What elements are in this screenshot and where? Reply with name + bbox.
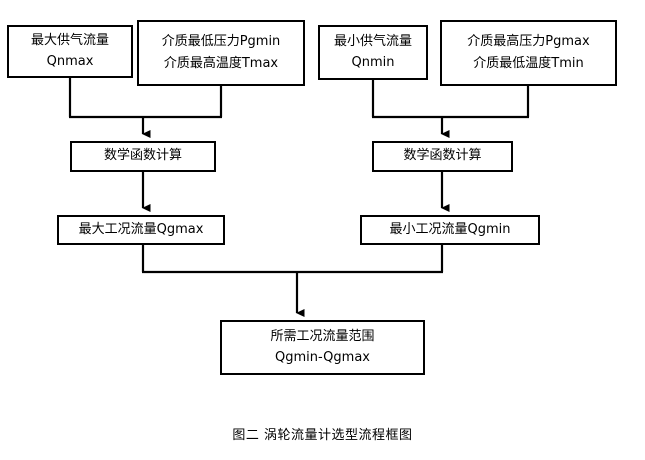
node-result-line-1: 所需工况流量范围 (270, 328, 375, 344)
figure-caption: 图二 涡轮流量计选型流程框图 (232, 428, 413, 443)
node-calc-right[interactable]: 数学函数计算 (372, 141, 513, 172)
node-qgmin[interactable]: 最小工况流量Qgmin (360, 215, 540, 245)
node-pgmin-tmax-line-2: 介质最高温度Tmax (163, 55, 279, 71)
node-qnmin-line-2: Qnmin (351, 55, 395, 70)
node-pgmin-tmax[interactable]: 介质最低压力Pgmin 介质最高温度Tmax (137, 20, 305, 86)
node-qgmax[interactable]: 最大工况流量Qgmax (57, 215, 225, 245)
node-qnmin[interactable]: 最小供气流量 Qnmin (318, 25, 428, 80)
node-pgmax-tmin-line-1: 介质最高压力Pgmax (467, 34, 590, 50)
node-qgmin-label: 最小工况流量Qgmin (389, 221, 511, 237)
node-qnmax[interactable]: 最大供气流量 Qnmax (7, 25, 133, 78)
node-qgmax-label: 最大工况流量Qgmax (78, 221, 204, 237)
node-pgmin-tmax-line-1: 介质最低压力Pgmin (161, 34, 281, 50)
connector-bottom-merge (141, 245, 444, 317)
node-calc-left[interactable]: 数学函数计算 (70, 141, 216, 172)
node-result-line-2: Qgmin-Qgmax (275, 350, 370, 365)
node-pgmax-tmin[interactable]: 介质最高压力Pgmax 介质最低温度Tmin (440, 20, 617, 86)
connector-right-merge (371, 80, 530, 138)
node-pgmax-tmin-line-2: 介质最低温度Tmin (473, 55, 584, 71)
node-qnmin-line-1: 最小供气流量 (333, 33, 412, 49)
node-qnmax-line-1: 最大供气流量 (30, 32, 109, 48)
node-qnmax-line-2: Qnmax (46, 54, 94, 69)
node-calc-right-label: 数学函数计算 (403, 148, 482, 164)
node-result[interactable]: 所需工况流量范围 Qgmin-Qgmax (220, 320, 425, 375)
node-calc-left-label: 数学函数计算 (103, 148, 182, 164)
connector-left-merge (68, 78, 223, 138)
